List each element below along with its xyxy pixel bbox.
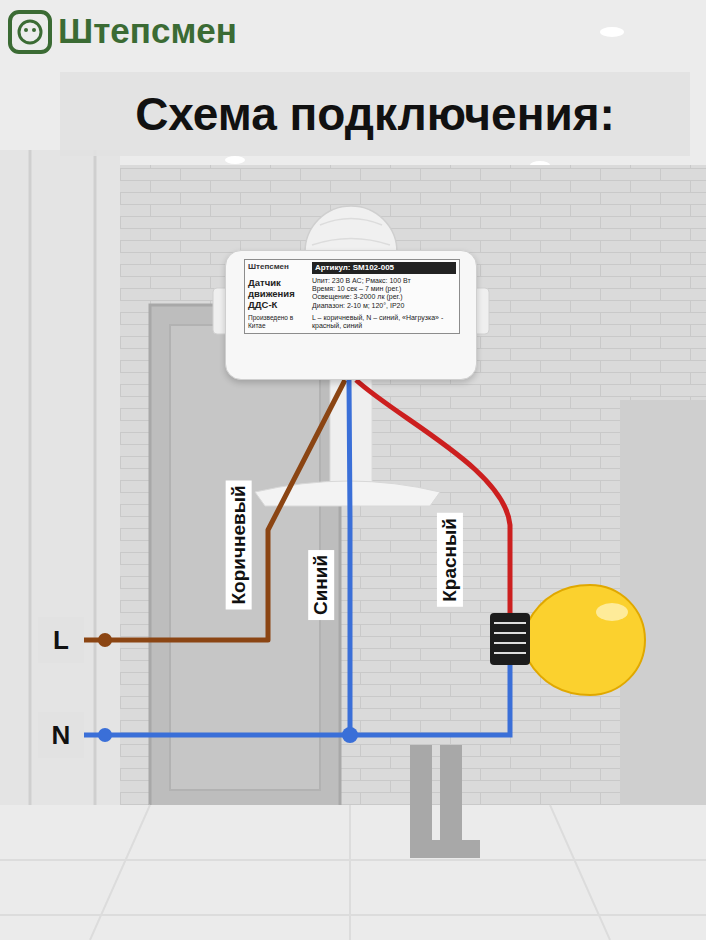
- boots: [410, 745, 480, 858]
- label-cell: Штепсмен: [248, 262, 308, 274]
- label-logo: Штепсмен: [248, 262, 308, 272]
- terminal-box: L: [38, 617, 84, 663]
- terminal-dot: [98, 728, 112, 742]
- terminal-dot: [98, 633, 112, 647]
- label-made: Произведено в Китае: [248, 314, 308, 330]
- logo-frame: [10, 12, 50, 52]
- junction-dot: [342, 727, 358, 743]
- wire-color-label: Красный: [437, 513, 463, 607]
- bulb-highlight: [596, 603, 628, 621]
- wire-color-label: Синий: [308, 550, 334, 620]
- logo-pin: [32, 28, 36, 32]
- title: Схема подключения:: [135, 87, 615, 141]
- spec-line: Uпит: 230 В АС; Pмакс: 100 Вт: [312, 277, 456, 285]
- label-art: Артикул: SM102-005: [315, 263, 453, 273]
- floor: [0, 805, 706, 940]
- spec-line: Диапазон: 2-10 м; 120°, IP20: [312, 302, 456, 310]
- ceiling-light: [600, 27, 624, 37]
- label-note: L – коричневый, N – синий, «Нагрузка» - …: [312, 314, 456, 331]
- logo-pin: [24, 28, 28, 32]
- ceiling: [0, 0, 706, 165]
- logo-icon: [10, 12, 50, 52]
- blue-wire: [350, 665, 510, 735]
- label-name: Датчик движения ДДС-К: [248, 277, 308, 311]
- label-cell: Датчик движения ДДС-К: [248, 277, 308, 311]
- wardrobe-lines: [30, 150, 95, 850]
- label-cell: L – коричневый, N – синий, «Нагрузка» - …: [312, 314, 456, 331]
- brick-wall: [120, 165, 706, 805]
- logo-socket: [19, 21, 41, 43]
- spec-line: Освещение: 3-2000 лк (рег.): [312, 293, 456, 301]
- terminal-box: N: [38, 712, 84, 758]
- wire: [84, 380, 350, 735]
- floor-tiles: [0, 805, 706, 940]
- wire: [84, 380, 345, 640]
- label-cell: Артикул: SM102-005: [312, 262, 456, 274]
- spec-line: Время: 10 сек – 7 мин (рег.): [312, 285, 456, 293]
- sensor-label-panel: Штепсмен Артикул: SM102-005Датчик движени…: [244, 259, 460, 334]
- title-band: Схема подключения:: [60, 72, 690, 156]
- lamp-base: [490, 613, 530, 665]
- dome-facets: [312, 219, 390, 246]
- red-wire: [356, 380, 510, 613]
- brand-logo: Штепсмен: [58, 11, 237, 51]
- label-cell: Произведено в Китае: [248, 314, 308, 331]
- door-panel: [170, 325, 320, 790]
- ceiling-light: [225, 156, 245, 164]
- sensor-housing: Штепсмен Артикул: SM102-005Датчик движени…: [225, 250, 477, 380]
- lamp-bulb: [528, 585, 645, 695]
- terminal-label: N: [52, 720, 71, 751]
- label-cell: Uпит: 230 В АС; Pмакс: 100 ВтВремя: 10 с…: [312, 277, 456, 311]
- lamp-thread: [494, 623, 526, 653]
- wire-color-label: Коричневый: [225, 480, 251, 609]
- terminal-label: L: [53, 625, 69, 656]
- wardrobe-panel: [0, 150, 120, 850]
